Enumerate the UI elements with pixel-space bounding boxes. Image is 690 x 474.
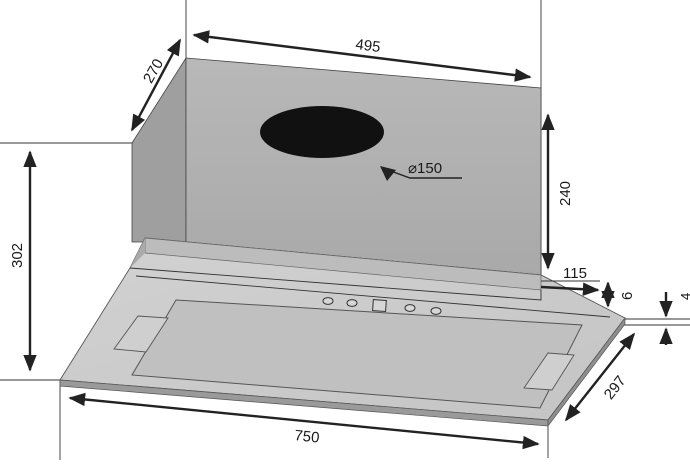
dimension-height-chimney: 240	[541, 113, 574, 270]
label-depth-top: 270	[140, 56, 167, 86]
control-button-4-icon	[430, 307, 442, 315]
dimension-duct-diameter: ⌀150	[380, 160, 462, 181]
dimension-width-top: 495	[192, 30, 532, 82]
light-strip-left	[113, 315, 169, 353]
control-panel	[322, 297, 442, 315]
dimension-offset-right: 115	[540, 265, 600, 296]
label-step-height: 6	[619, 292, 636, 300]
dimension-height-total: 302	[9, 150, 37, 372]
control-button-2-icon	[346, 299, 358, 307]
label-height-chimney: 240	[557, 181, 574, 206]
label-depth-bottom: 297	[601, 373, 630, 403]
label-width-bottom: 750	[294, 427, 321, 447]
chimney-side-face	[131, 56, 187, 243]
label-panel-thickness: 4	[678, 293, 690, 300]
control-button-3-icon	[404, 304, 416, 312]
hood-side-left	[130, 238, 145, 268]
duct-hole-icon	[260, 106, 384, 158]
dimension-step-height: 6	[601, 281, 636, 308]
control-button-1-icon	[322, 297, 334, 305]
dimension-panel-thickness: 4	[659, 292, 690, 345]
display-window-icon	[372, 299, 387, 313]
label-offset-right: 115	[563, 265, 587, 282]
dimension-width-bottom: 750	[68, 392, 540, 450]
label-height-total: 302	[9, 243, 26, 268]
chimney-front-face	[185, 57, 542, 276]
chimney-box	[131, 56, 542, 276]
label-duct-diameter: ⌀150	[408, 160, 442, 177]
label-width-top: 495	[355, 36, 382, 56]
